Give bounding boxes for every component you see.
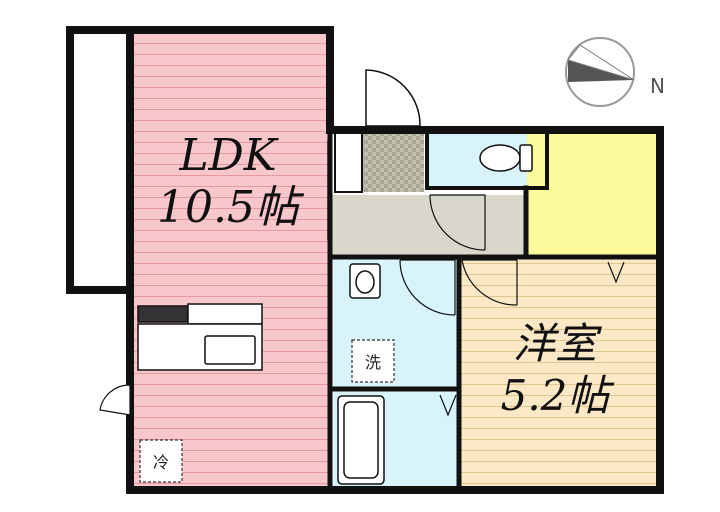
balcony xyxy=(66,26,134,294)
western-room-name: 洋室 xyxy=(513,319,602,368)
ldk-name: LDK xyxy=(178,130,278,181)
western-room-floor xyxy=(460,258,657,490)
entrance-floor xyxy=(362,130,424,192)
ldk-floor xyxy=(130,30,330,490)
washer-label: 洗 xyxy=(365,353,381,372)
fridge-space: 冷 xyxy=(139,439,183,483)
fridge-label: 冷 xyxy=(153,453,169,472)
hallway-floor xyxy=(330,195,525,255)
interior-doors xyxy=(99,194,625,417)
washer-space: 洗 xyxy=(351,339,395,383)
bathtub xyxy=(337,395,385,485)
kitchen-counter xyxy=(137,303,263,371)
walls xyxy=(126,26,664,494)
washbasin-icon xyxy=(349,263,381,299)
western-room-size: 5.2帖 xyxy=(501,371,615,420)
compass-icon: N xyxy=(565,37,665,107)
compass-north-label: N xyxy=(650,74,665,98)
toilet-icon xyxy=(479,144,533,172)
entrance-door xyxy=(365,69,421,127)
windows xyxy=(127,100,664,420)
ldk-size: 10.5帖 xyxy=(157,182,305,233)
shoe-cabinet xyxy=(334,129,363,193)
